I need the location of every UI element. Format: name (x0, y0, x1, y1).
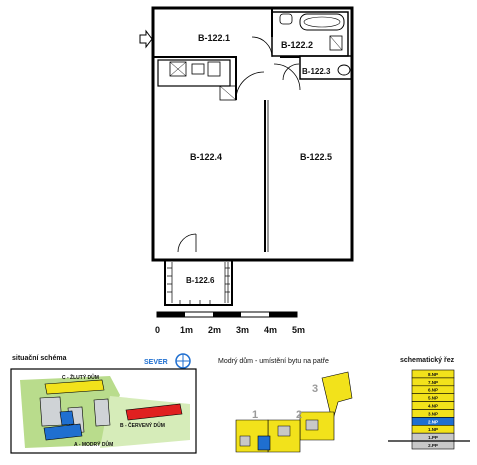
room-label-b-122-6: B-122.6 (186, 276, 215, 285)
section-floor-label: 8.NP (428, 372, 438, 377)
room-label-b-122-2: B-122.2 (281, 40, 313, 50)
building-title: Modrý dům - umístění bytu na patře (218, 357, 329, 365)
section-floor-label: 3.NP (428, 411, 438, 416)
room-label-b-122-5: B-122.5 (300, 152, 332, 162)
section-floor-label: 6.NP (428, 388, 438, 393)
scale-label-5m: 5m (292, 325, 305, 335)
yellow-house-label: C - ŽLUTÝ DŮM (62, 373, 99, 381)
scale-label-2m: 2m (208, 325, 221, 335)
bathtub (299, 13, 345, 31)
room-label-b-122-3: B-122.3 (302, 67, 331, 76)
door-arc-wc (282, 63, 300, 81)
room-label-b-122-4: B-122.4 (190, 152, 222, 162)
door-arc-bath (251, 36, 273, 58)
scale-label-3m: 3m (236, 325, 249, 335)
scale-bar (156, 311, 298, 318)
scale-label-4m: 4m (264, 325, 277, 335)
section-title: schematický řez (400, 357, 455, 364)
scale-label-1m: 1m (180, 325, 193, 335)
entrance-arrow (139, 29, 153, 49)
wc-box (299, 55, 353, 80)
wc-toilet (337, 64, 351, 76)
section-floor-label: 1.NP (428, 427, 438, 432)
outer-wall (151, 6, 354, 262)
room-label-b-122-1: B-122.1 (198, 33, 230, 43)
building-plan (235, 371, 353, 453)
floorplan (139, 6, 354, 306)
door-arc-room (273, 63, 301, 91)
situation-map (10, 368, 197, 454)
section-floor-label: 2.NP (428, 419, 438, 424)
building-marker-1: 1 (252, 409, 258, 421)
door-arc-balcony (177, 233, 197, 253)
building-marker-3: 3 (312, 383, 318, 395)
compass-icon (175, 353, 191, 369)
section-floor-label: 1.PP (428, 435, 438, 440)
blue-house-label: A - MODRÝ DŮM (74, 440, 113, 448)
red-house-label: B - ČERVENÝ DŮM (120, 421, 165, 429)
building-marker-2: 2 (296, 409, 302, 421)
section-floor-label: 7.NP (428, 380, 438, 385)
scale-label-0: 0 (155, 325, 160, 335)
north-label: SEVER (144, 359, 168, 366)
section-floor-label: 5.NP (428, 396, 438, 401)
section-floor-label: 4.NP (428, 404, 438, 409)
door-arc-kitchen (235, 71, 265, 101)
section-floor-label: 2.PP (428, 443, 438, 448)
section-diagram: 8.NP 7.NP 6.NP 5.NP 4.NP 3.NP 2.NP 1.NP 1.PP 2.PP (411, 369, 455, 450)
bathroom-sink (279, 13, 293, 25)
kitchen-counter (157, 59, 231, 87)
situation-title: situační schéma (12, 355, 67, 362)
